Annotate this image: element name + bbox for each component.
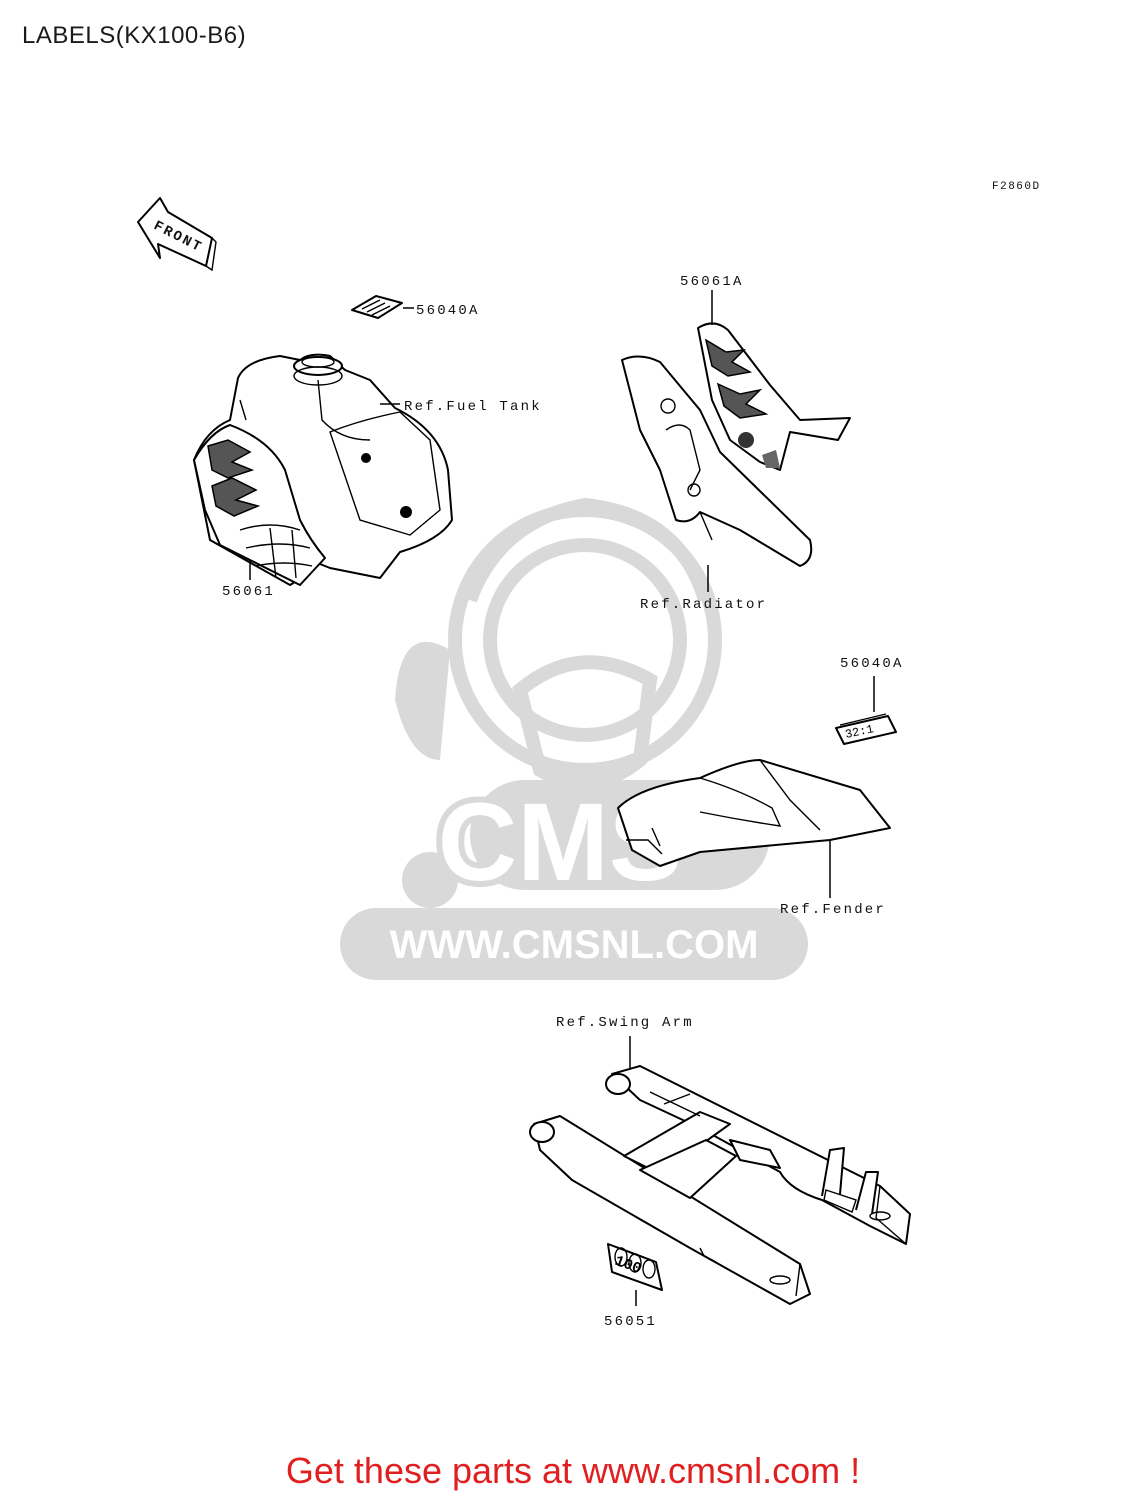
front-direction-arrow-icon: FRONT xyxy=(137,197,217,272)
callout-ref-fender: Ref.Fender xyxy=(780,902,886,918)
rear-fender-drawing: 32:1 xyxy=(617,676,897,898)
get-parts-link[interactable]: Get these parts at www.cmsnl.com ! xyxy=(285,1450,861,1491)
decal-56040a-top xyxy=(351,295,414,319)
figure-code: F2860D xyxy=(992,181,1041,193)
swing-arm-drawing: 100 xyxy=(529,1036,911,1306)
page-title: LABELS(KX100-B6) xyxy=(22,22,247,49)
watermark-url: WWW.CMSNL.COM xyxy=(390,923,759,967)
callout-56061a: 56061A xyxy=(680,274,744,290)
callout-ref-fuel-tank: Ref.Fuel Tank xyxy=(404,399,542,415)
radiator-shroud-drawing xyxy=(621,290,851,592)
cmsnl-watermark: CMS WWW.CMSNL.COM xyxy=(340,497,808,980)
callout-56040a-right: 56040A xyxy=(840,656,904,672)
fuel-tank-drawing xyxy=(193,353,453,586)
decal-ratio-text: 32:1 xyxy=(844,722,875,742)
callout-56051: 56051 xyxy=(604,1314,657,1330)
callout-56040a-top: 56040A xyxy=(416,303,480,319)
callout-ref-swing-arm: Ref.Swing Arm xyxy=(556,1015,694,1031)
callout-ref-radiator: Ref.Radiator xyxy=(640,597,767,613)
callout-56061: 56061 xyxy=(222,584,275,600)
